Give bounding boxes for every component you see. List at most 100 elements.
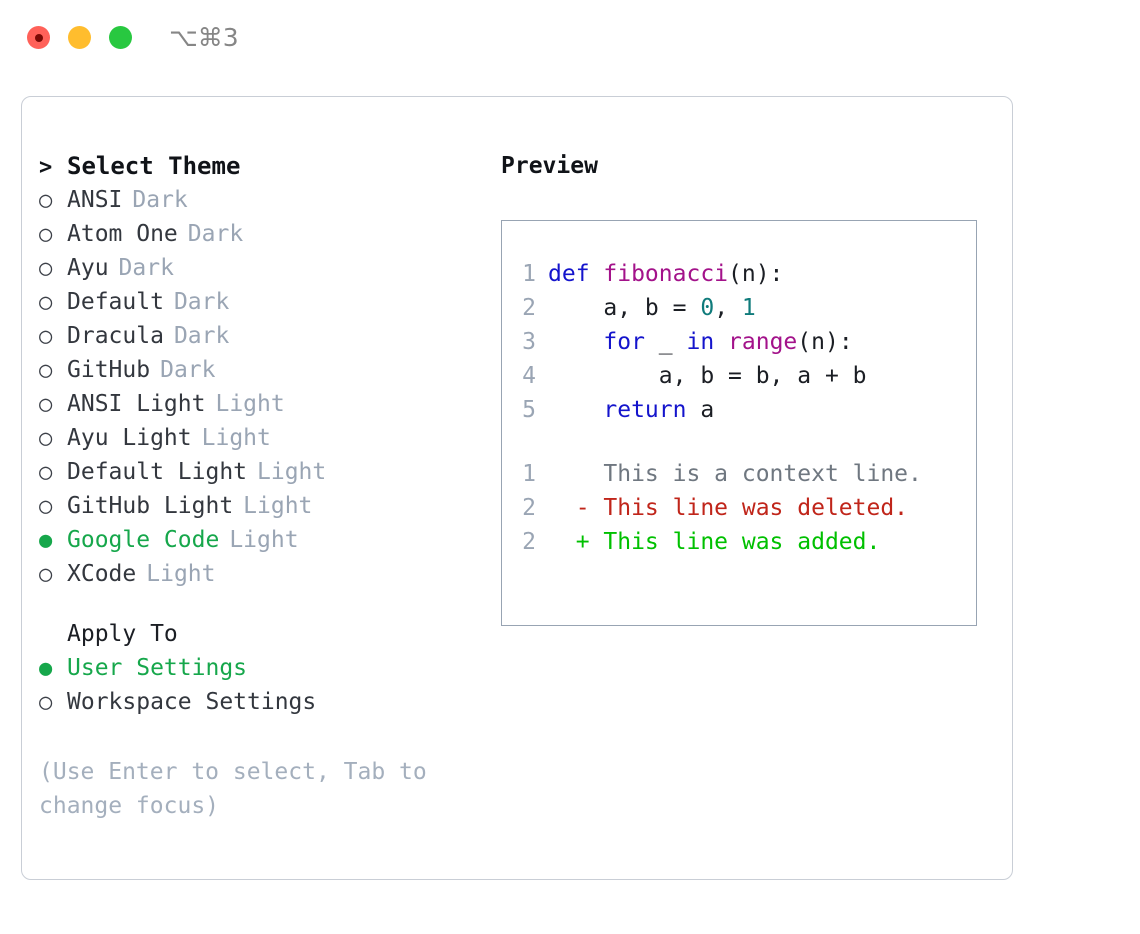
theme-variant-tag: Light [201, 425, 271, 451]
code-line: 2 a, b = 0, 1 [514, 291, 976, 325]
apply-to-label: Apply To [67, 621, 178, 647]
diff-line: 2 - This line was deleted. [514, 491, 976, 525]
code-text: return a [548, 393, 714, 427]
code-line: 5 return a [514, 393, 976, 427]
theme-name: Atom One [67, 221, 178, 247]
apply-to-item[interactable]: ○Workspace Settings [39, 685, 479, 719]
line-number: 1 [522, 461, 536, 487]
diff-line: 1 This is a context line. [514, 457, 976, 491]
diff-text: + This line was added. [548, 529, 881, 555]
code-text: def fibonacci(n): [548, 257, 783, 291]
line-number: 2 [522, 295, 536, 321]
theme-variant-tag: Light [243, 493, 313, 519]
line-number: 5 [522, 397, 536, 423]
token-fn: fibonacci [603, 261, 729, 287]
radio-unselected-icon: ○ [39, 460, 53, 485]
token-pl [714, 329, 728, 355]
code-line: 1 def fibonacci(n): [514, 257, 976, 291]
theme-name: Default [67, 289, 164, 315]
theme-list-item[interactable]: ● Google Code Light [39, 523, 479, 557]
theme-list-item[interactable]: ○ Ayu Light Light [39, 421, 479, 455]
code-text: a, b = b, a + b [548, 359, 867, 393]
apply-to-option-label: Workspace Settings [67, 689, 317, 715]
token-pl: (n): [797, 329, 853, 355]
keyboard-hint: (Use Enter to select, Tab to change focu… [39, 759, 427, 819]
theme-variant-tag: Light [215, 391, 285, 417]
apply-to-list: ● User Settings ○Workspace Settings [39, 651, 479, 719]
line-number: 1 [522, 261, 536, 287]
token-fn: range [728, 329, 798, 355]
theme-list-item[interactable]: ○ ANSI Light Light [39, 387, 479, 421]
token-kw: in [686, 329, 715, 355]
keyboard-shortcut-label: ⌥⌘3 [169, 23, 239, 52]
diff-sample: 1 This is a context line.2 - This line w… [514, 457, 976, 559]
window-titlebar: ⌥⌘3 [0, 0, 1140, 78]
diff-line: 2 + This line was added. [514, 525, 976, 559]
theme-variant-tag: Dark [118, 255, 174, 281]
theme-variant-tag: Dark [132, 187, 188, 213]
apply-to-item[interactable]: ● User Settings [39, 651, 479, 685]
theme-name: GitHub [67, 357, 151, 383]
maximize-button[interactable] [109, 26, 132, 49]
radio-unselected-icon: ○ [39, 358, 53, 383]
code-text: for _ in range(n): [548, 325, 853, 359]
theme-variant-tag: Light [146, 561, 216, 587]
theme-variant-tag: Dark [173, 289, 230, 315]
select-theme-heading: > Select Theme [39, 149, 479, 183]
traffic-lights [27, 26, 132, 49]
radio-unselected-icon: ○ [39, 562, 53, 587]
radio-unselected-icon: ○ [39, 392, 53, 417]
token-pl: a [686, 397, 715, 423]
preview-title: Preview [501, 153, 598, 179]
apply-to-option-label: User Settings [67, 655, 248, 681]
theme-name: Dracula [67, 323, 164, 349]
token-pl: a, b = b, a + b [548, 363, 867, 389]
radio-unselected-icon: ○ [39, 426, 53, 451]
theme-variant-tag: Light [229, 527, 299, 553]
theme-name: Ayu [67, 255, 109, 281]
line-number: 3 [522, 329, 536, 355]
radio-unselected-icon: ○ [39, 222, 53, 247]
code-line: 3 for _ in range(n): [514, 325, 976, 359]
radio-selected-icon: ● [39, 528, 53, 553]
token-pl [548, 397, 603, 423]
theme-name: Default Light [67, 459, 248, 485]
theme-list-item[interactable]: ○ Ayu Dark [39, 251, 479, 285]
token-pl [548, 329, 603, 355]
line-number: 4 [522, 363, 536, 389]
theme-variant-tag: Dark [160, 357, 216, 383]
code-line: 4 a, b = b, a + b [514, 359, 976, 393]
radio-selected-icon: ● [39, 656, 53, 681]
line-number: 2 [522, 529, 536, 555]
token-pl: a, b = [548, 295, 701, 321]
token-num: 1 [741, 295, 756, 321]
theme-name: Google Code [67, 527, 220, 553]
close-button[interactable] [27, 26, 50, 49]
radio-unselected-icon: ○ [39, 256, 53, 281]
code-text: a, b = 0, 1 [548, 291, 756, 325]
radio-unselected-icon: ○ [39, 494, 53, 519]
diff-text: This is a context line. [548, 461, 922, 487]
token-kw: for [603, 329, 645, 355]
apply-to-indent-spacer: ○ [39, 617, 67, 651]
token-kw: def [548, 261, 604, 287]
minimize-button[interactable] [68, 26, 91, 49]
theme-name: Ayu Light [67, 425, 192, 451]
theme-name: ANSI Light [67, 391, 206, 417]
diff-text: - This line was deleted. [548, 495, 909, 521]
token-pl: , [714, 295, 742, 321]
theme-list-item[interactable]: ○ GitHub Dark [39, 353, 479, 387]
